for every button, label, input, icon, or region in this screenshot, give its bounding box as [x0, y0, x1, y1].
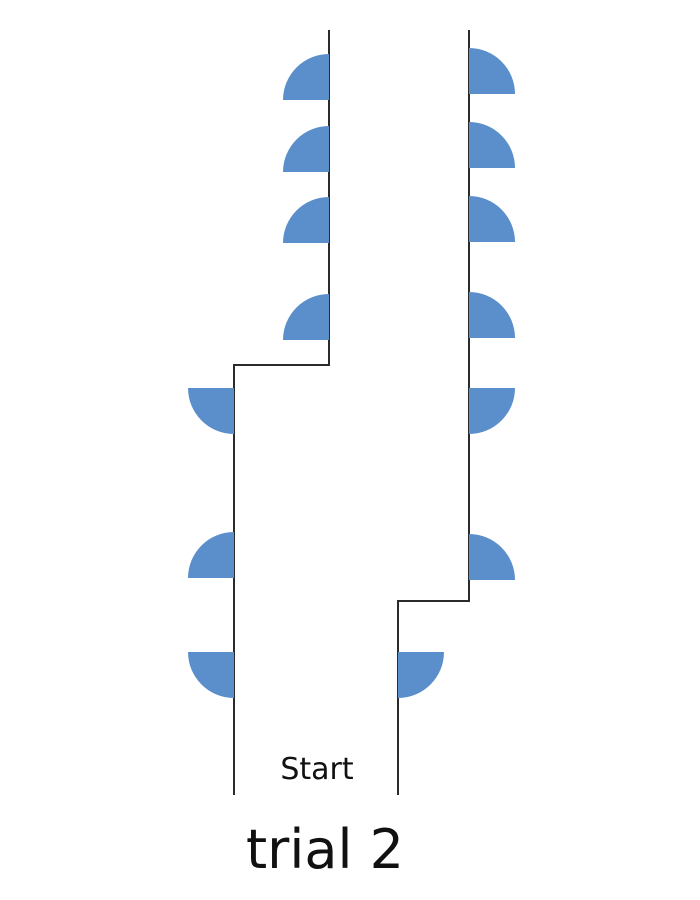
half-circle-marker — [469, 48, 515, 94]
half-circle-marker — [188, 388, 234, 434]
half-circle-marker — [398, 652, 444, 698]
half-circle-marker — [188, 652, 234, 698]
half-circle-marker — [469, 388, 515, 434]
half-circle-marker — [469, 292, 515, 338]
half-circle-marker — [283, 294, 329, 340]
half-circle-marker — [469, 122, 515, 168]
trial-caption: trial 2 — [246, 818, 404, 881]
half-circle-marker — [283, 197, 329, 243]
half-circle-marker — [283, 54, 329, 100]
start-label: Start — [280, 752, 354, 787]
half-circle-markers — [188, 48, 515, 698]
half-circle-marker — [469, 196, 515, 242]
half-circle-marker — [469, 534, 515, 580]
half-circle-marker — [188, 532, 234, 578]
half-circle-marker — [283, 126, 329, 172]
